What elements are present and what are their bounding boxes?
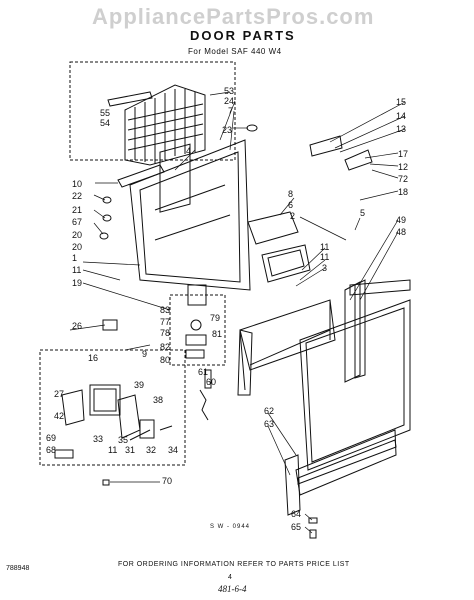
vent-assembly <box>70 62 235 165</box>
part-number-21: 21 <box>72 205 83 215</box>
page-number: 4 <box>228 574 232 581</box>
part-number-6: 6 <box>288 200 294 210</box>
part-number-2: 2 <box>290 211 296 221</box>
part-number-12: 12 <box>398 162 409 172</box>
part-number-34: 34 <box>168 445 179 455</box>
part-number-27: 27 <box>54 389 65 399</box>
part-number-38: 38 <box>153 395 164 405</box>
part-number-1: 1 <box>72 253 78 263</box>
part-number-82: 82 <box>160 342 171 352</box>
part-number-13: 13 <box>396 124 407 134</box>
leader-lines <box>70 92 405 533</box>
part-number-80: 80 <box>160 355 171 365</box>
left-code: 788948 <box>6 565 30 572</box>
part-number-55: 55 <box>100 108 111 118</box>
part-number-19: 19 <box>72 278 83 288</box>
part-number-4: 4 <box>186 146 192 156</box>
part-number-78: 78 <box>160 328 171 338</box>
part-number-5: 5 <box>360 208 366 218</box>
part-number-64: 64 <box>291 509 302 519</box>
model-subtitle: For Model SAF 440 W4 <box>188 47 282 56</box>
door-frame <box>238 300 335 395</box>
part-number-77: 77 <box>160 317 171 327</box>
part-number-20a: 20 <box>72 230 83 240</box>
detergent-cup <box>248 212 310 282</box>
part-number-10: 10 <box>72 179 83 189</box>
part-number-68: 68 <box>46 445 57 455</box>
part-number-42: 42 <box>54 411 65 421</box>
part-number-62: 62 <box>264 406 275 416</box>
part-number-3: 3 <box>322 263 328 273</box>
part-number-60: 60 <box>206 377 217 387</box>
watermark: AppliancePartsPros.com <box>92 4 375 29</box>
part-number-11a: 11 <box>72 265 82 275</box>
part-number-33: 33 <box>93 434 104 444</box>
switch-box <box>170 285 225 365</box>
latch-assembly <box>40 350 185 465</box>
part-number-61: 61 <box>198 367 209 377</box>
part-number-81: 81 <box>212 329 223 339</box>
part-number-18: 18 <box>398 187 409 197</box>
part-number-49: 49 <box>396 215 407 225</box>
part-number-26: 26 <box>72 321 83 331</box>
part-number-53: 53 <box>224 86 235 96</box>
inner-door-panel <box>118 140 250 290</box>
outer-door-panel <box>300 300 410 470</box>
part-number-20b: 20 <box>72 242 83 252</box>
part-number-11c: 11 <box>320 252 330 262</box>
part-number-8: 8 <box>288 189 294 199</box>
part-number-83: 83 <box>160 305 171 315</box>
part-number-70: 70 <box>162 476 173 486</box>
part-number-22: 22 <box>72 191 83 201</box>
part-number-11d: 11 <box>108 445 118 455</box>
part-number-23: 23 <box>222 125 233 135</box>
ordering-note: FOR ORDERING INFORMATION REFER TO PARTS … <box>118 561 350 568</box>
part-number-16: 16 <box>88 353 99 363</box>
part-number-54: 54 <box>100 118 111 128</box>
part-number-67: 67 <box>72 217 83 227</box>
trim-strip <box>285 455 300 515</box>
part-number-14: 14 <box>396 111 407 121</box>
page-title: DOOR PARTS <box>190 28 296 43</box>
part-number-11b: 11 <box>320 242 330 252</box>
part-number-48: 48 <box>396 227 407 237</box>
side-panel <box>345 280 410 382</box>
small-hardware <box>55 125 372 538</box>
part-number-24: 24 <box>224 96 235 106</box>
part-number-7: 7 <box>228 106 234 116</box>
part-number-31: 31 <box>125 445 136 455</box>
part-number-17: 17 <box>398 149 409 159</box>
part-number-79: 79 <box>210 313 221 323</box>
part-number-72: 72 <box>398 174 409 184</box>
handwritten-note: 481-6-4 <box>218 584 247 594</box>
diagram-code: S W - 0944 <box>210 524 251 530</box>
part-number-9: 9 <box>142 349 148 359</box>
part-number-63: 63 <box>264 419 275 429</box>
part-number-15: 15 <box>396 97 407 107</box>
part-number-65: 65 <box>291 522 302 532</box>
part-number-39: 39 <box>134 380 145 390</box>
part-number-69: 69 <box>46 433 57 443</box>
part-number-32: 32 <box>146 445 157 455</box>
part-number-35: 35 <box>118 435 129 445</box>
